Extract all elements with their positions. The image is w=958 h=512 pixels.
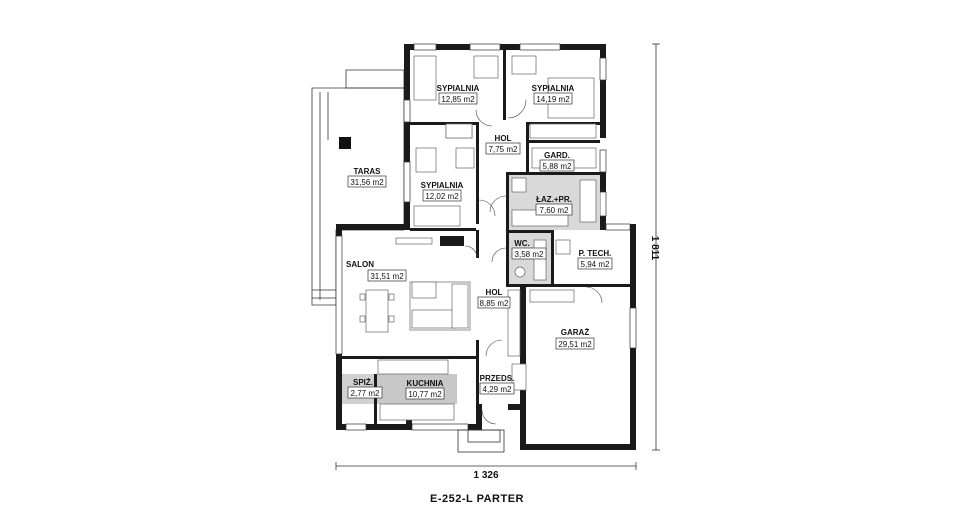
room-name-gard: GARD.	[544, 151, 570, 160]
room-name-kuchnia: KUCHNIA	[407, 379, 444, 388]
room-area-sypialnia-3: 12,02 m2	[425, 192, 459, 201]
room-name-hol-1: HOL	[495, 134, 512, 143]
width-dimension: 1 326	[473, 470, 498, 481]
room-area-gard: 5,88 m2	[543, 162, 572, 171]
terrace-column	[339, 137, 351, 149]
room-area-wc: 3,58 m2	[515, 250, 544, 259]
room-area-hol-2: 8,85 m2	[480, 299, 509, 308]
room-name-taras: TARAS	[354, 167, 382, 176]
furniture	[359, 55, 597, 421]
room-name-ptech: P. TECH.	[579, 249, 612, 258]
room-area-garaz: 29,51 m2	[558, 340, 592, 349]
room-name-garaz: GARAŻ	[561, 328, 590, 337]
plan-title: E-252-L PARTER	[430, 493, 524, 505]
room-name-sypialnia-2: SYPIALNIA	[532, 84, 575, 93]
depth-dimension: 1 811	[649, 236, 660, 261]
room-name-spiz: SPIŻ.	[353, 378, 373, 387]
interior-walls	[342, 50, 630, 424]
room-labels: TARAS 31,56 m2 SYPIALNIA 12,85 m2 SYPIAL…	[346, 84, 613, 400]
room-name-przeds: PRZEDS.	[480, 374, 515, 383]
room-name-sypialnia-3: SYPIALNIA	[421, 181, 464, 190]
doors	[457, 99, 603, 453]
room-area-spiz: 2,77 m2	[351, 389, 380, 398]
room-area-ptech: 5,94 m2	[581, 260, 610, 269]
room-name-lazienka: ŁAZ.+PR.	[536, 195, 572, 204]
room-area-taras: 31,56 m2	[350, 178, 384, 187]
room-area-sypialnia-2: 14,19 m2	[536, 95, 570, 104]
room-area-kuchnia: 10,77 m2	[408, 390, 442, 399]
room-name-sypialnia-1: SYPIALNIA	[437, 84, 480, 93]
room-name-salon: SALON	[346, 260, 374, 269]
windows	[335, 43, 637, 431]
room-area-przeds: 4,29 m2	[483, 385, 512, 394]
dimension-lines	[335, 43, 660, 470]
room-area-sypialnia-1: 12,85 m2	[441, 95, 475, 104]
room-area-hol-1: 7,75 m2	[489, 145, 518, 154]
room-area-salon: 31,51 m2	[370, 272, 404, 281]
room-area-lazienka: 7,60 m2	[540, 206, 569, 215]
room-name-hol-2: HOL	[486, 288, 503, 297]
room-name-wc: WC.	[514, 239, 530, 248]
